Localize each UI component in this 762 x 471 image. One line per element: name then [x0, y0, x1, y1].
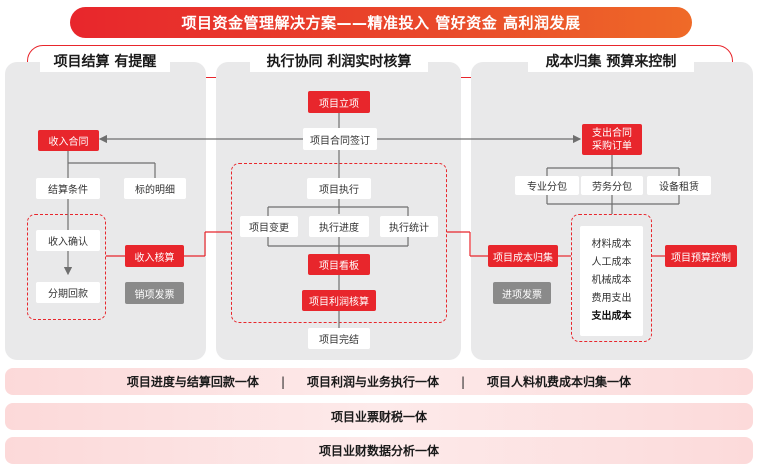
project-done-box[interactable]: 项目完结: [308, 328, 370, 349]
band1-item-c: 项目人料机费成本归集一体: [487, 375, 632, 389]
band1-item-a: 项目进度与结算回款一体: [126, 375, 259, 389]
cost-item: 人工成本: [591, 257, 632, 268]
sub-labor-box[interactable]: 劳务分包: [581, 176, 643, 195]
item-detail-box[interactable]: 标的明细: [124, 178, 186, 199]
section-title-cost: 成本归集 预算来控制: [528, 52, 694, 72]
purchase-line1: 支出合同: [592, 127, 632, 139]
cost-item: 机械成本: [591, 275, 632, 286]
income-dashed-group: [27, 214, 106, 320]
cost-item: 支出成本: [591, 311, 632, 322]
integration-band-3: 项目业财数据分析一体: [5, 437, 753, 464]
cost-collect-box[interactable]: 项目成本归集: [488, 245, 558, 267]
equipment-lease-box[interactable]: 设备租赁: [647, 176, 711, 195]
project-exec-box[interactable]: 项目执行: [307, 178, 371, 199]
profit-accounting-box[interactable]: 项目利润核算: [302, 290, 376, 311]
income-confirm-box[interactable]: 收入确认: [36, 230, 100, 251]
project-change-box[interactable]: 项目变更: [240, 216, 298, 237]
purchase-line2: 采购订单: [592, 140, 632, 152]
cost-items-list: 材料成本 人工成本 机械成本 费用支出 支出成本: [580, 226, 643, 336]
section-title-settlement: 项目结算 有提醒: [40, 52, 170, 72]
project-board-box[interactable]: 项目看板: [308, 254, 370, 275]
input-invoice-box[interactable]: 进项发票: [493, 282, 551, 304]
integration-band-2: 项目业票财税一体: [5, 403, 753, 430]
exec-progress-box[interactable]: 执行进度: [309, 216, 369, 237]
income-contract-box[interactable]: 收入合同: [38, 130, 99, 151]
budget-control-box[interactable]: 项目预算控制: [665, 245, 737, 267]
exec-stats-box[interactable]: 执行统计: [380, 216, 438, 237]
integration-band-1: 项目进度与结算回款一体 | 项目利润与业务执行一体 | 项目人料机费成本归集一体: [5, 368, 753, 395]
cost-item: 费用支出: [591, 293, 632, 304]
contract-sign-box[interactable]: 项目合同签订: [303, 128, 377, 150]
cost-dashed-group: [571, 214, 652, 342]
cost-item: 材料成本: [591, 239, 632, 250]
installment-box[interactable]: 分期回款: [36, 282, 100, 303]
income-accounting-box[interactable]: 收入核算: [125, 245, 184, 267]
sales-invoice-box[interactable]: 销项发票: [125, 282, 184, 304]
project-setup-box[interactable]: 项目立项: [308, 91, 370, 113]
purchase-order-box[interactable]: 支出合同 采购订单: [582, 124, 642, 155]
band1-separator: |: [280, 374, 285, 389]
band1-item-b: 项目利润与业务执行一体: [306, 375, 439, 389]
settlement-terms-box[interactable]: 结算条件: [36, 178, 100, 199]
band1-separator: |: [461, 374, 466, 389]
section-title-execution: 执行协同 利润实时核算: [250, 52, 428, 72]
sub-professional-box[interactable]: 专业分包: [515, 176, 579, 195]
header-title: 项目资金管理解决方案——精准投入 管好资金 高利润发展: [70, 7, 692, 38]
